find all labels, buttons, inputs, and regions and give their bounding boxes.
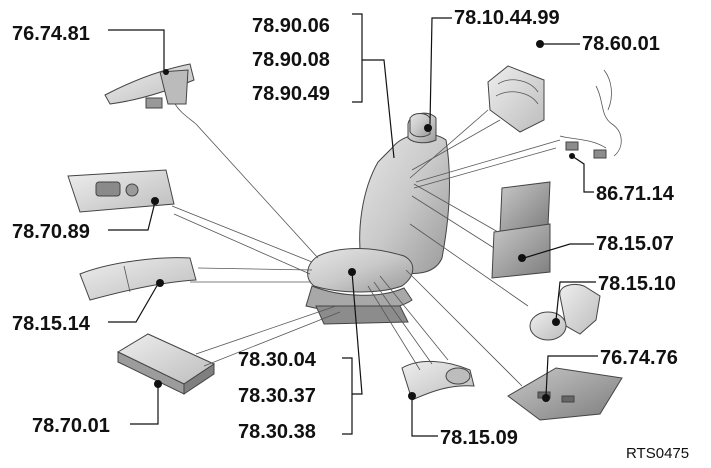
part-78-60-01 (487, 40, 545, 133)
thin-leader-lines (171, 109, 561, 387)
part-76-74-81 (104, 63, 197, 125)
label-78-70-01: 78.70.01 (32, 415, 110, 437)
label-76-74-81: 76.74.81 (12, 23, 90, 45)
seat-runners (315, 305, 409, 325)
label-78-15-09: 78.15.09 (440, 427, 518, 449)
part-78-15-09 (401, 360, 475, 401)
part-78-70-89 (67, 169, 175, 213)
seat-assembly (305, 112, 450, 325)
label-78-15-14: 78.15.14 (12, 313, 91, 335)
label-78-90-06: 78.90.06 (252, 15, 330, 37)
label-78-70-89: 78.70.89 (12, 221, 90, 243)
part-86-71-14 (559, 69, 622, 159)
part-labels: 76.74.81 78.90.06 78.90.08 78.90.49 78.1… (12, 7, 689, 462)
label-78-30-38: 78.30.38 (238, 421, 316, 443)
seat-cushion (307, 248, 414, 293)
part-78-15-14 (79, 257, 197, 301)
reference-code: RTS0475 (626, 445, 689, 462)
label-78-30-04: 78.30.04 (238, 349, 317, 371)
part-76-74-76 (507, 367, 623, 421)
label-78-30-37: 78.30.37 (238, 385, 316, 407)
label-78-15-10: 78.15.10 (598, 273, 676, 295)
label-78-90-49: 78.90.49 (252, 83, 330, 105)
label-78-10-44-99: 78.10.44.99 (454, 7, 560, 29)
bold-leader-lines (108, 13, 598, 437)
label-76-74-76: 76.74.76 (600, 347, 678, 369)
part-78-10-44-99 (409, 113, 432, 138)
part-78-15-10 (529, 283, 601, 341)
label-78-15-07: 78.15.07 (596, 233, 674, 255)
label-86-71-14: 86.71.14 (596, 183, 675, 205)
part-78-70-01 (116, 333, 216, 395)
label-78-60-01: 78.60.01 (582, 33, 660, 55)
label-78-90-08: 78.90.08 (252, 49, 330, 71)
part-78-15-07 (491, 181, 551, 279)
